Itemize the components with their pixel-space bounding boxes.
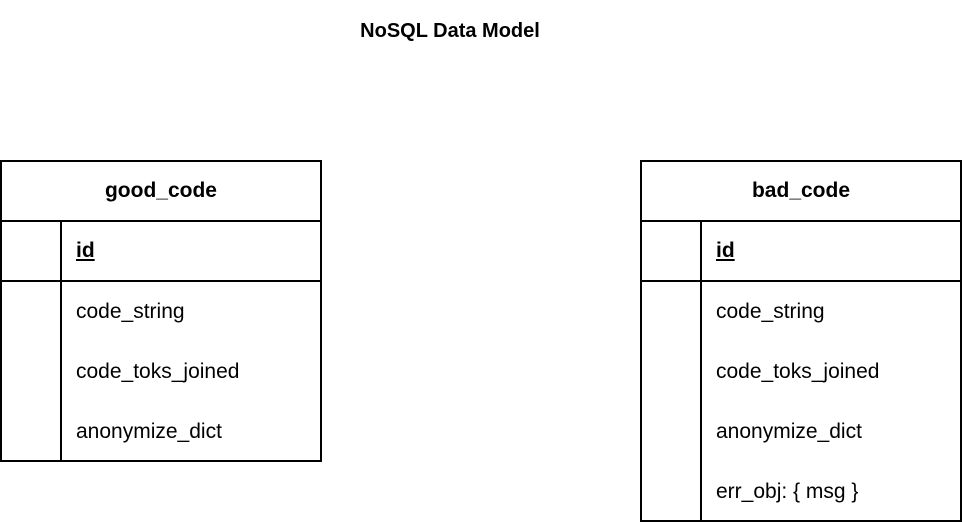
primary-key-field: id xyxy=(716,239,735,262)
field-list: code_string code_toks_joined anonymize_d… xyxy=(702,282,879,522)
field: code_string xyxy=(76,300,185,323)
fields-section: code_string code_toks_joined anonymize_d… xyxy=(642,282,960,522)
field: anonymize_dict xyxy=(716,420,862,443)
primary-key-field: id xyxy=(76,239,95,262)
primary-key-row: id xyxy=(2,222,320,282)
field: code_toks_joined xyxy=(76,360,240,383)
fields-section: code_string code_toks_joined anonymize_d… xyxy=(2,282,320,462)
primary-key-row: id xyxy=(642,222,960,282)
diagram-title: NoSQL Data Model xyxy=(360,20,540,42)
field-list: code_string code_toks_joined anonymize_d… xyxy=(62,282,239,462)
key-column-cell xyxy=(642,222,702,280)
field: code_toks_joined xyxy=(716,360,880,383)
entity-good-code[interactable]: good_code id code_string code_toks_joine… xyxy=(0,160,322,462)
field: code_string xyxy=(716,300,825,323)
key-column-cell xyxy=(2,222,62,280)
entity-name: good_code xyxy=(2,162,320,222)
key-column-cell xyxy=(2,282,62,462)
entity-bad-code[interactable]: bad_code id code_string code_toks_joined… xyxy=(640,160,962,522)
field: anonymize_dict xyxy=(76,420,222,443)
field: err_obj: { msg } xyxy=(716,480,859,503)
key-column-cell xyxy=(642,282,702,522)
entity-name: bad_code xyxy=(642,162,960,222)
